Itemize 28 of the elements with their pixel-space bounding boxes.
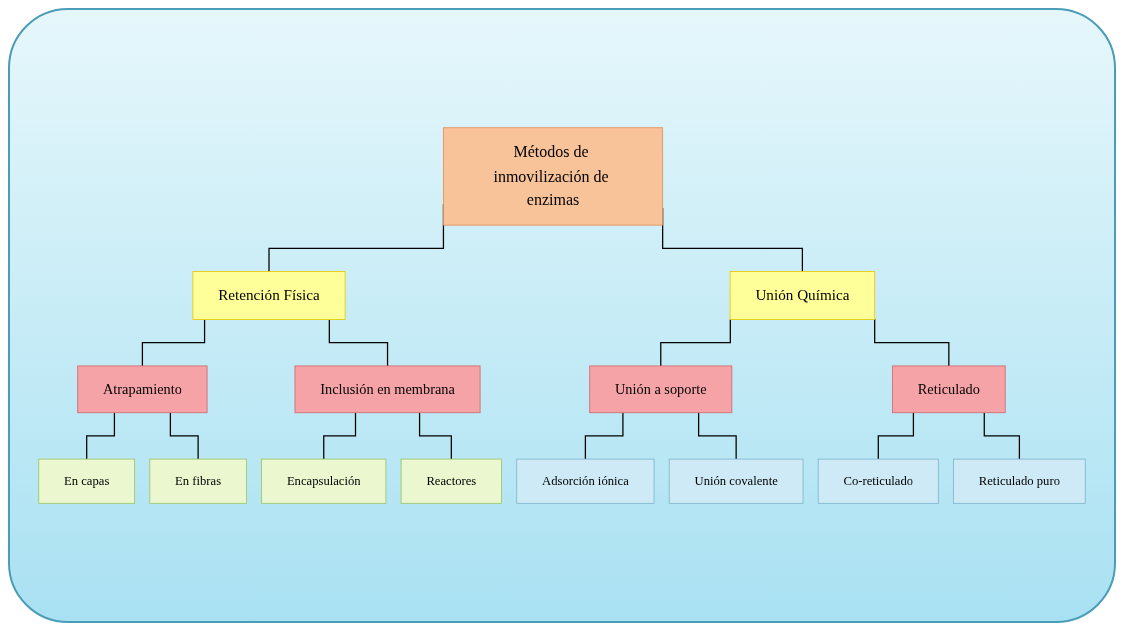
- node-box: [443, 127, 664, 226]
- connector: [983, 412, 1020, 460]
- connector: [877, 412, 915, 460]
- node-box: [192, 271, 346, 320]
- connector: [698, 412, 737, 460]
- node-box: [400, 458, 502, 504]
- node-box: [516, 458, 655, 504]
- node-box: [892, 365, 1006, 414]
- node-box: [668, 458, 804, 504]
- node-box: [294, 365, 481, 414]
- node-box: [953, 458, 1086, 504]
- node-box: [261, 458, 387, 504]
- connector: [584, 412, 624, 460]
- connector: [328, 318, 389, 367]
- node-box: [149, 458, 247, 504]
- connector: [660, 318, 731, 367]
- connector: [86, 412, 116, 460]
- connector: [141, 318, 206, 367]
- connector: [169, 412, 199, 460]
- connector: [874, 318, 950, 367]
- node-box: [729, 271, 876, 320]
- connector: [418, 412, 452, 460]
- node-box: [38, 458, 136, 504]
- panel-background: Métodos de inmovilización de enzimas Retención Física Unión Química Atrapamiento Inclusión en membrana Unión a soporte Reticulado En capas En fibras Encapsulación Reactores Adsorción iónica Unión covalente Co-reticulado Reticulado puro: [8, 8, 1116, 623]
- node-box: [817, 458, 939, 504]
- node-box: [77, 365, 208, 414]
- node-box: [589, 365, 733, 414]
- connector: [323, 412, 357, 460]
